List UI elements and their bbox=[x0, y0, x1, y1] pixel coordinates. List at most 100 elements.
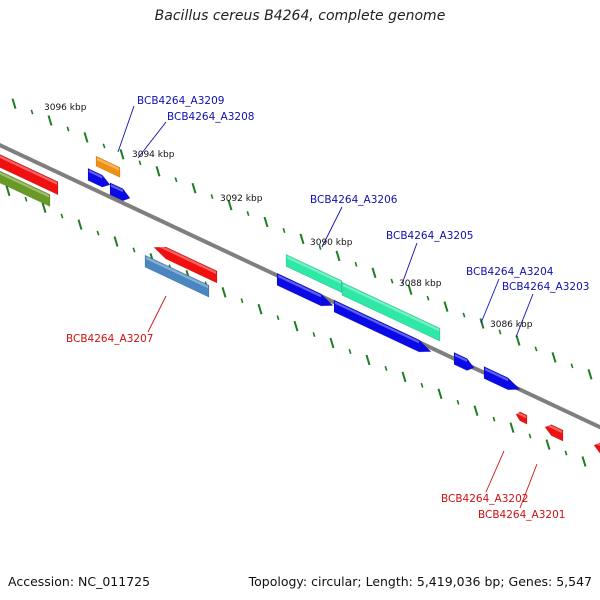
lower-tick-minor bbox=[420, 382, 424, 388]
upper-tick-major bbox=[371, 267, 377, 279]
lower-tick-major bbox=[257, 303, 263, 315]
gene-a3202[interactable] bbox=[515, 411, 528, 425]
upper-tick-major bbox=[443, 301, 449, 312]
gene-labels: BCB4264_A3209 BCB4264_A3208 BCB4264_A320… bbox=[66, 95, 589, 521]
gene-a3209-outer-highlight bbox=[97, 157, 119, 171]
lower-tick-minor bbox=[24, 196, 28, 202]
lower-tick-major bbox=[509, 422, 515, 433]
gene-label-a3206[interactable]: BCB4264_A3206 bbox=[310, 194, 398, 206]
scale-label-3086: 3086 kbp bbox=[490, 320, 533, 330]
gene-features bbox=[0, 150, 600, 460]
upper-tick-minor bbox=[246, 211, 250, 217]
upper-tick-minor bbox=[282, 228, 286, 233]
leader-a3208 bbox=[137, 121, 167, 159]
gene-a3203[interactable] bbox=[483, 366, 521, 391]
leader-a3205 bbox=[401, 242, 418, 285]
gene-label-a3204[interactable]: BCB4264_A3204 bbox=[466, 266, 554, 278]
upper-tick-major bbox=[515, 335, 521, 346]
gene-left-red-upper-highlight bbox=[0, 155, 57, 185]
upper-tick-minor bbox=[498, 329, 502, 335]
gene-right-edge-red-highlight bbox=[595, 441, 600, 446]
leader-a3206 bbox=[321, 206, 343, 248]
gene-label-a3209[interactable]: BCB4264_A3209 bbox=[137, 95, 224, 107]
gene-a3207[interactable] bbox=[144, 254, 210, 298]
gene-a3206[interactable] bbox=[276, 272, 334, 307]
page-title: Bacillus cereus B4264, complete genome bbox=[154, 8, 446, 24]
gene-a3203-highlight bbox=[485, 367, 508, 382]
lower-tick-minor bbox=[60, 213, 64, 219]
leader-a3204 bbox=[480, 278, 500, 324]
upper-tick-major bbox=[479, 318, 485, 329]
lower-tick-major bbox=[77, 219, 83, 230]
upper-tick-minor bbox=[66, 126, 70, 132]
scale-label-3092: 3092 kbp bbox=[220, 194, 263, 204]
lower-tick-major bbox=[365, 354, 371, 366]
leader-a3201 bbox=[519, 463, 538, 509]
gene-label-a3208[interactable]: BCB4264_A3208 bbox=[167, 111, 254, 123]
upper-tick-major bbox=[11, 98, 17, 109]
lower-tick-minor bbox=[528, 433, 532, 439]
gene-a3201-highlight bbox=[546, 423, 562, 434]
gene-a3201[interactable] bbox=[544, 424, 564, 442]
lower-tick-minor bbox=[564, 450, 568, 456]
gene-a3204[interactable] bbox=[453, 351, 475, 371]
upper-tick-major bbox=[587, 369, 593, 380]
lower-tick-major bbox=[329, 337, 335, 349]
upper-tick-major bbox=[263, 216, 269, 228]
gene-a3206-outer-highlight bbox=[287, 255, 341, 284]
accession-text: Accession: NC_011725 bbox=[8, 574, 151, 589]
gene-a3205-outer-highlight bbox=[343, 283, 439, 332]
lower-tick-minor bbox=[132, 247, 136, 253]
gene-a3208-highlight bbox=[111, 184, 123, 193]
upper-tick-minor bbox=[390, 278, 394, 284]
gene-a3205[interactable] bbox=[333, 299, 432, 353]
upper-tick-major bbox=[83, 132, 89, 143]
gene-a3207-outer[interactable] bbox=[153, 246, 218, 284]
leader-a3202 bbox=[485, 450, 505, 493]
lower-tick-minor bbox=[492, 416, 496, 422]
upper-tick-major bbox=[191, 182, 197, 194]
gene-a3205-highlight bbox=[335, 301, 419, 344]
leader-a3203 bbox=[515, 293, 534, 338]
gene-a3208[interactable] bbox=[109, 182, 131, 202]
lower-tick-major bbox=[437, 388, 443, 400]
gene-a3209-highlight bbox=[89, 169, 103, 179]
gene-a3209[interactable] bbox=[87, 167, 111, 188]
gene-label-a3203[interactable]: BCB4264_A3203 bbox=[502, 281, 589, 293]
lower-tick-major bbox=[545, 439, 551, 450]
label-leader-lines bbox=[117, 105, 538, 509]
scale-label-3096: 3096 kbp bbox=[44, 103, 87, 113]
scale-label-3088: 3088 kbp bbox=[399, 279, 442, 289]
scale-label-3094: 3094 kbp bbox=[132, 150, 175, 160]
gene-a3205-outer[interactable] bbox=[341, 281, 441, 342]
gene-left-olive[interactable] bbox=[0, 166, 51, 207]
lower-tick-major bbox=[5, 185, 11, 197]
lower-tick-minor bbox=[276, 315, 280, 321]
gene-left-olive-highlight bbox=[0, 172, 49, 198]
gene-label-a3202[interactable]: BCB4264_A3202 bbox=[441, 493, 528, 505]
scale-labels: 3096 kbp 3094 kbp 3092 kbp 3090 kbp 3088… bbox=[44, 103, 533, 330]
gene-a3207-highlight bbox=[146, 256, 208, 289]
lower-tick-minor bbox=[384, 365, 388, 371]
upper-tick-major bbox=[47, 115, 53, 126]
lower-tick-major bbox=[581, 456, 587, 467]
gene-right-edge-red[interactable] bbox=[593, 442, 600, 460]
lower-tick-major bbox=[401, 371, 407, 383]
upper-tick-major bbox=[407, 284, 413, 295]
gene-a3209-outer[interactable] bbox=[95, 155, 121, 178]
gene-label-a3205[interactable]: BCB4264_A3205 bbox=[386, 230, 473, 242]
upper-tick-major bbox=[299, 233, 305, 245]
leader-a3209 bbox=[117, 105, 135, 153]
gene-label-a3207[interactable]: BCB4264_A3207 bbox=[66, 333, 153, 345]
upper-tick-minor bbox=[462, 312, 466, 318]
gene-left-red-upper[interactable] bbox=[0, 150, 59, 196]
scale-label-3090: 3090 kbp bbox=[310, 238, 353, 248]
lower-tick-minor bbox=[312, 332, 316, 338]
upper-tick-minor bbox=[534, 346, 538, 352]
genome-summary-text: Topology: circular; Length: 5,419,036 bp… bbox=[248, 574, 592, 589]
upper-tick-major bbox=[227, 199, 233, 211]
gene-a3204-highlight bbox=[455, 353, 467, 362]
upper-tick-minor bbox=[30, 109, 34, 115]
gene-label-a3201[interactable]: BCB4264_A3201 bbox=[478, 509, 565, 521]
lower-tick-major bbox=[41, 202, 47, 213]
